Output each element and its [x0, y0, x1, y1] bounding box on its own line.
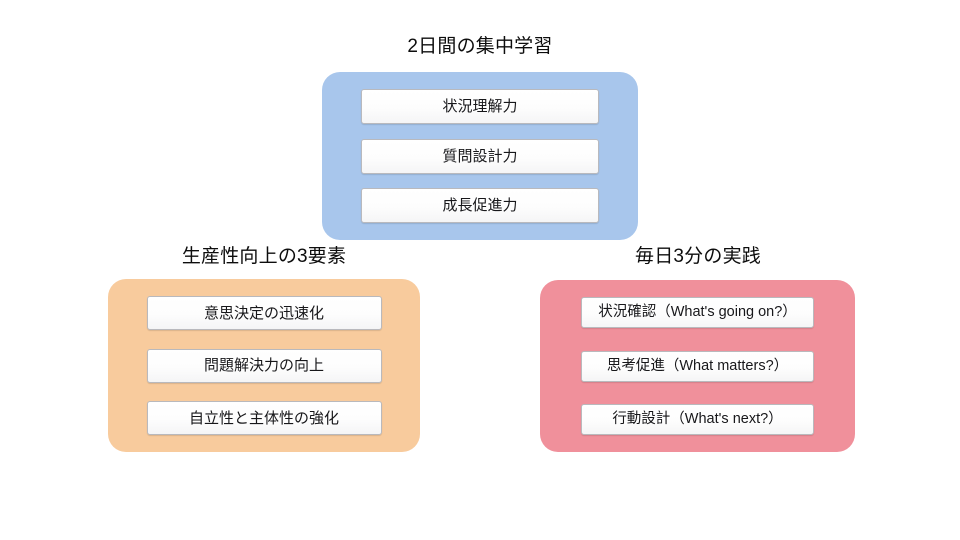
group-study: 2日間の集中学習 状況理解力 質問設計力 成長促進力 [278, 34, 682, 246]
group-study-title: 2日間の集中学習 [407, 36, 553, 57]
group-study-item-3[interactable]: 成長促進力 [361, 188, 599, 223]
group-productivity-title: 生産性向上の3要素 [181, 246, 347, 267]
group-practice-item-2[interactable]: 思考促進（What matters?） [581, 350, 814, 382]
group-productivity: 生産性向上の3要素 意思決定の迅速化 問題解決力の向上 自立性と主体性の強化 [60, 244, 468, 458]
group-practice: 毎日3分の実践 状況確認（What's going on?） 思考促進（What… [492, 244, 904, 458]
group-productivity-panel: 意思決定の迅速化 問題解決力の向上 自立性と主体性の強化 [108, 279, 420, 452]
group-study-panel: 状況理解力 質問設計力 成長促進力 [322, 72, 638, 240]
group-practice-item-1[interactable]: 状況確認（What's going on?） [581, 297, 814, 328]
group-study-item-1[interactable]: 状況理解力 [361, 89, 599, 124]
group-study-item-2[interactable]: 質問設計力 [361, 138, 599, 174]
group-productivity-item-2[interactable]: 問題解決力の向上 [146, 348, 382, 383]
group-practice-panel: 状況確認（What's going on?） 思考促進（What matters… [540, 280, 855, 452]
group-practice-title: 毎日3分の実践 [635, 246, 761, 267]
group-practice-item-3[interactable]: 行動設計（What's next?） [581, 404, 814, 435]
group-productivity-item-3[interactable]: 自立性と主体性の強化 [146, 401, 382, 435]
group-productivity-item-1[interactable]: 意思決定の迅速化 [146, 296, 382, 330]
